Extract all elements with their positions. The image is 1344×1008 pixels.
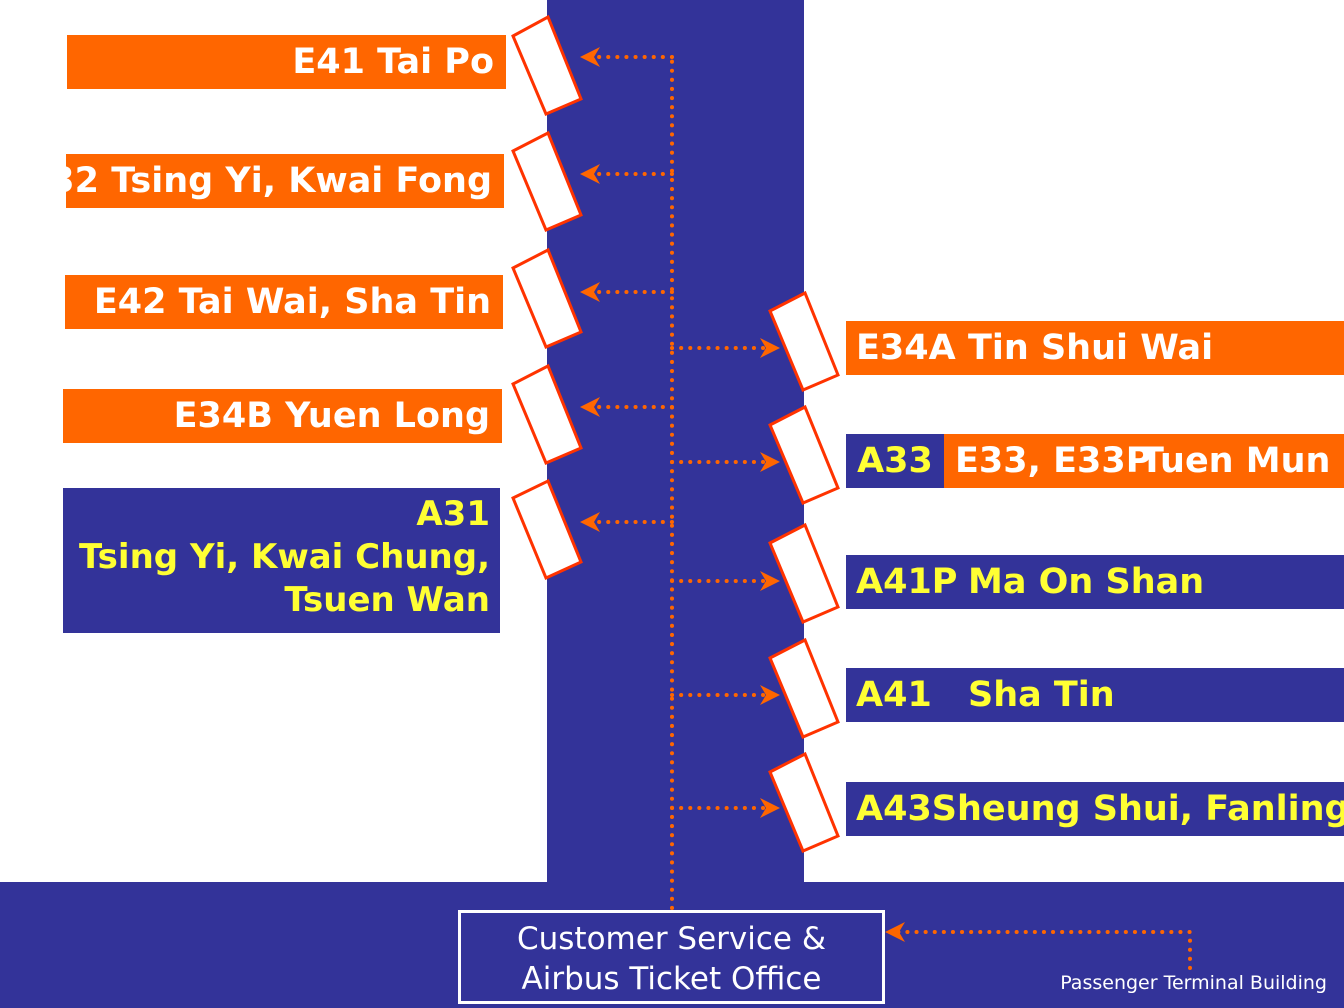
route-number: E42 — [93, 282, 167, 322]
route-destination: Ma On Shan — [968, 562, 1205, 602]
route-label-e32: E32 Tsing Yi, Kwai Fong — [66, 154, 504, 208]
route-destination: Tsing Yi, Kwai Fong — [111, 161, 492, 201]
route-number: A41P — [856, 562, 958, 602]
route-label-a31: A31 Tsing Yi, Kwai Chung, Tsuen Wan — [63, 488, 500, 633]
route-destination: Tin Shui Wai — [968, 328, 1214, 368]
path-from-terminal — [885, 922, 1192, 970]
bus-bay-a43 — [768, 751, 840, 853]
route-destination-line1: Tsing Yi, Kwai Chung, — [79, 537, 490, 577]
route-label-e34a: E34A Tin Shui Wai — [846, 321, 1344, 375]
bus-bay-a41p — [768, 522, 840, 624]
route-label-e34b: E34B Yuen Long — [63, 389, 502, 443]
route-destination: Tai Po — [377, 42, 494, 82]
route-number: E33, E33P — [955, 441, 1152, 481]
bus-bay-e34a — [768, 290, 840, 392]
route-destination: Sheung Shui, Fanling — [931, 789, 1344, 829]
bus-station-corridor — [547, 0, 804, 885]
route-destination: Tai Wai, Sha Tin — [178, 282, 491, 322]
bus-bay-e41 — [511, 14, 583, 116]
route-destination: Sha Tin — [968, 675, 1115, 715]
route-number: E32 — [66, 161, 100, 201]
route-number: A43 — [856, 789, 932, 829]
route-destination-line2: Tsuen Wan — [284, 580, 490, 620]
bus-bay-a31 — [511, 478, 583, 581]
route-number: E34B — [173, 396, 273, 436]
route-number-airbus: A33 — [846, 434, 944, 488]
bus-bay-e42 — [511, 247, 583, 349]
route-number: E34A — [856, 328, 956, 368]
route-label-a41: A41 Sha Tin — [846, 668, 1344, 722]
bus-bay-e32 — [511, 130, 583, 232]
route-number: A31 — [416, 494, 490, 534]
route-number: A41 — [856, 675, 932, 715]
route-destination: Tuen Mun — [1140, 441, 1331, 481]
route-number: E41 — [292, 42, 365, 82]
office-line1: Customer Service & — [516, 921, 827, 957]
customer-service-office: Customer Service & Airbus Ticket Office — [458, 910, 885, 1004]
bus-bay-e34b — [511, 363, 583, 465]
route-destination: Yuen Long — [285, 396, 490, 436]
office-line2: Airbus Ticket Office — [521, 961, 822, 997]
bus-bay-a41 — [768, 637, 840, 739]
route-label-e41: E41 Tai Po — [67, 35, 506, 89]
route-label-e42: E42 Tai Wai, Sha Tin — [65, 275, 503, 329]
passenger-terminal-label: Passenger Terminal Building — [1060, 972, 1327, 994]
bus-bay-a33 — [768, 404, 840, 505]
